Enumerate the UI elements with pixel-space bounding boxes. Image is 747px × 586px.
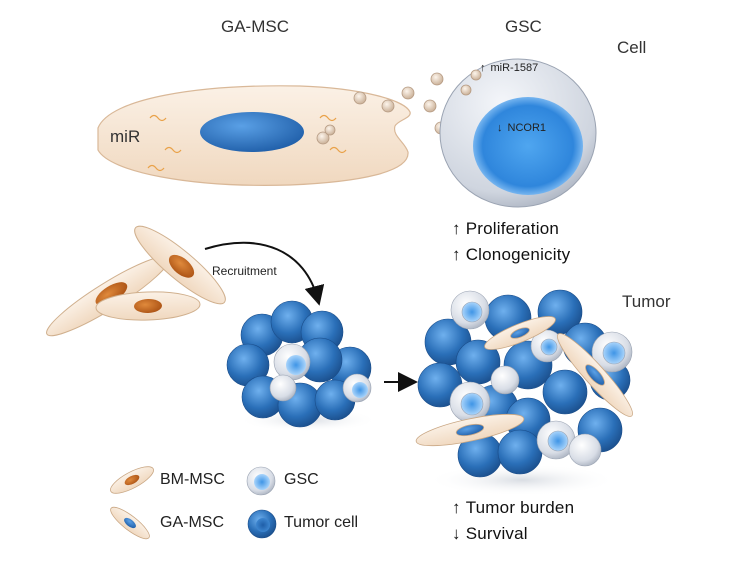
gsc-nucleus <box>473 97 583 195</box>
legend-bm-msc-icon <box>110 466 154 494</box>
small-tumor-cluster <box>226 300 378 432</box>
tumor-burden-effect: ↑Tumor burden <box>452 498 575 517</box>
ncor1-label: ↓NCOR1 <box>497 122 547 134</box>
up-arrow-icon: ↑ <box>480 62 486 74</box>
up-arrow-icon: ↑ <box>452 219 461 238</box>
legend-icons <box>110 466 277 540</box>
gsc-heading: GSC <box>505 17 542 36</box>
up-arrow-icon: ↑ <box>452 498 461 517</box>
survival-effect: ↓Survival <box>452 524 528 543</box>
mirna-strands <box>147 114 347 172</box>
ga-msc-heading: GA-MSC <box>221 17 289 36</box>
legend-tumor-cell-label: Tumor cell <box>284 514 359 531</box>
legend-ga-msc-label: GA-MSC <box>160 514 224 531</box>
ga-msc-cell <box>97 85 411 186</box>
recruitment-label: Recruitment <box>212 264 277 278</box>
down-arrow-icon: ↓ <box>452 524 461 543</box>
cell-heading: Cell <box>617 38 647 57</box>
down-arrow-icon: ↓ <box>497 122 503 134</box>
recruitment-arrow <box>204 241 325 306</box>
up-arrow-icon: ↑ <box>452 245 461 264</box>
legend-bm-msc-label: BM-MSC <box>160 471 225 488</box>
mir-1587-label: ↑miR-1587 <box>480 62 539 74</box>
ga-msc-nucleus <box>200 112 304 152</box>
mir-label: miR <box>110 127 141 146</box>
large-tumor <box>415 289 633 496</box>
legend-gsc-icon <box>246 466 276 496</box>
legend-gsc-label: GSC <box>284 471 319 488</box>
clonogenicity-effect: ↑Clonogenicity <box>452 245 571 264</box>
legend-ga-msc-icon <box>110 506 150 540</box>
gsc-cell <box>439 58 597 208</box>
tumor-heading: Tumor <box>622 292 671 311</box>
proliferation-effect: ↑Proliferation <box>452 219 560 238</box>
bm-msc-cells <box>46 225 226 337</box>
legend-tumor-cell-icon <box>247 509 277 539</box>
